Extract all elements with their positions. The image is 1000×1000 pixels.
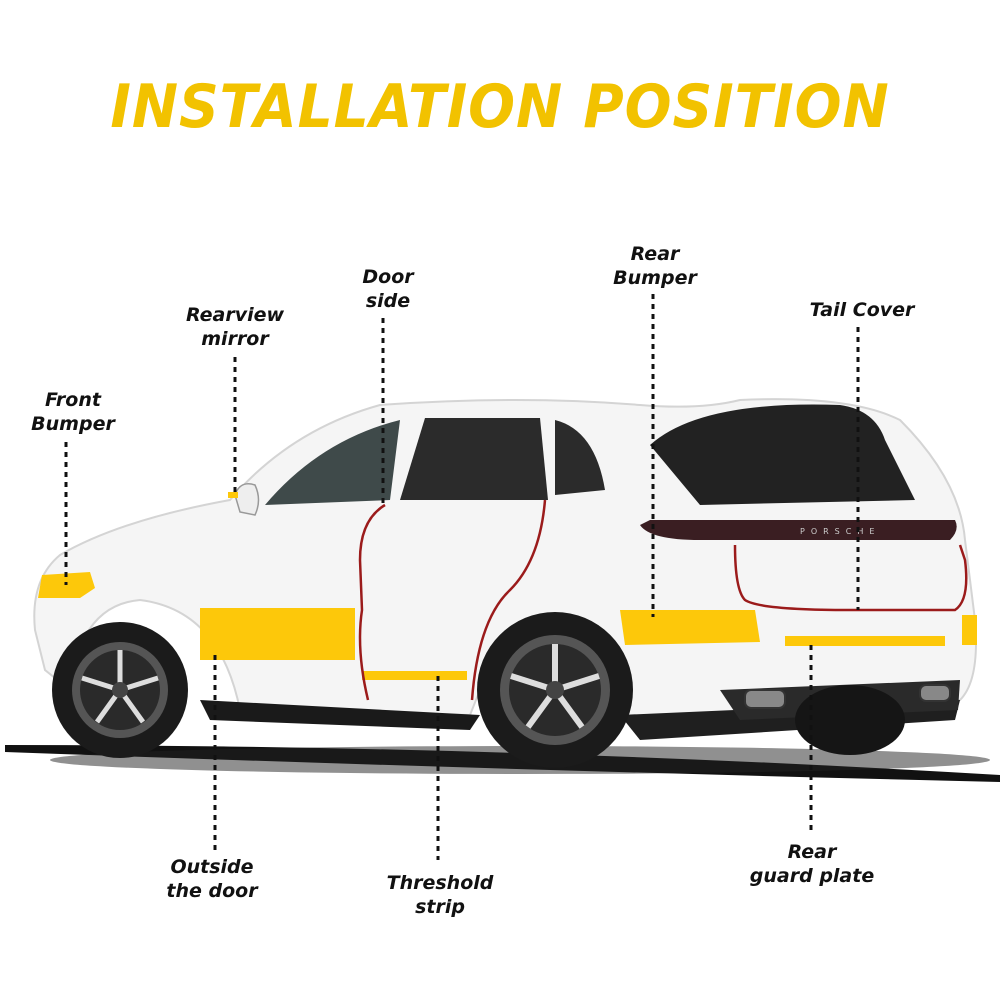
side-mirror — [234, 483, 260, 516]
callout-rearview-mirror: Rearview mirror — [186, 303, 284, 351]
callout-door-side: Door side — [362, 265, 413, 313]
callout-line2: side — [365, 290, 411, 312]
callout-front-bumper: Front Bumper — [31, 388, 115, 436]
callout-threshold-strip: Threshold strip — [387, 871, 494, 919]
strip-bumper-corner — [962, 615, 977, 645]
callout-line2: mirror — [201, 328, 269, 350]
callout-line1: Threshold — [386, 872, 494, 894]
rear-quarter-window — [555, 420, 605, 495]
mid-window — [400, 418, 548, 500]
door-edge-front — [358, 503, 386, 701]
strip-rear-guard — [785, 636, 945, 646]
callout-line2: Bumper — [613, 267, 697, 289]
rear-wheel — [477, 612, 633, 768]
callout-line1: Tail Cover — [809, 299, 915, 321]
callout-line1: Rear — [630, 243, 680, 265]
rear-glass — [650, 404, 915, 505]
rear-badge: PORSCHE — [800, 527, 880, 536]
callout-line1: Rear — [787, 841, 837, 863]
callout-line2: the door — [166, 880, 258, 902]
callout-outside-the-door: Outside the door — [166, 855, 257, 903]
callout-line2: strip — [415, 896, 465, 918]
callout-tail-cover: Tail Cover — [810, 298, 915, 322]
callout-line2: Bumper — [31, 413, 115, 435]
callout-line1: Door — [362, 266, 414, 288]
strip-threshold — [362, 671, 467, 680]
protective-strips — [38, 492, 977, 680]
strip-rear-bumper — [620, 610, 760, 645]
callout-line1: Rearview — [185, 304, 285, 326]
front-window — [265, 420, 400, 505]
leader-lines — [64, 294, 860, 860]
callout-rear-guard-plate: Rear guard plate — [750, 840, 874, 888]
strip-outside-door — [200, 608, 355, 660]
tail-cover-edge — [733, 544, 968, 612]
callout-line1: Front — [45, 389, 101, 411]
callout-rear-bumper: Rear Bumper — [613, 242, 697, 290]
tail-light-bar — [640, 520, 957, 540]
door-edge-lines — [358, 499, 968, 701]
page-title: INSTALLATION POSITION — [110, 72, 890, 142]
strip-mirror — [228, 492, 238, 498]
door-edge-rear — [470, 499, 547, 701]
callout-line2: guard plate — [749, 865, 875, 887]
callout-line1: Outside — [170, 856, 254, 878]
front-wheel — [52, 622, 188, 758]
